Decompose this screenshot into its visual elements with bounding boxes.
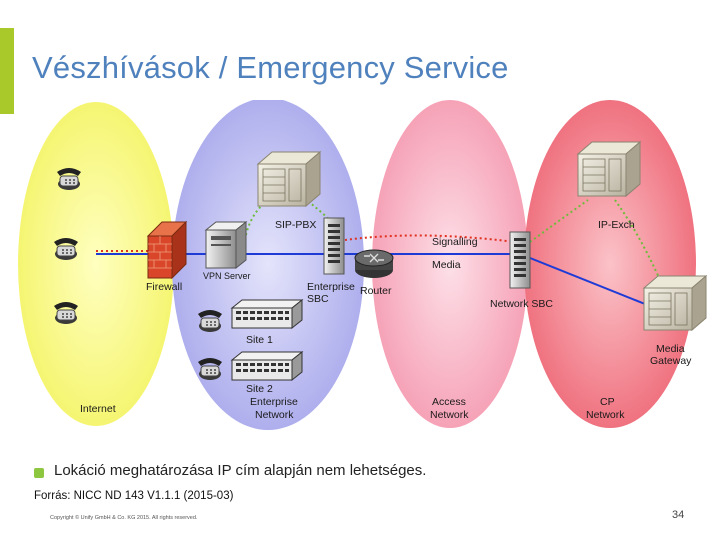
site1-label: Site 1: [246, 334, 273, 346]
zone-cp-network: [524, 100, 696, 428]
bullet-text: Lokáció meghatározása IP cím alapján nem…: [54, 462, 427, 479]
enterprise-sbc-icon: [323, 217, 345, 275]
media-gateway-label-2: Gateway: [650, 355, 692, 367]
ip-exch-server-icon: [577, 141, 641, 197]
network-sbc-icon: [509, 231, 531, 289]
network-diagram: Firewall VPN Server SIP-PBX Enterprise S…: [18, 100, 707, 430]
media-label: Media: [432, 259, 461, 271]
phone-icon: [197, 357, 223, 381]
zone-label-access-2: Network: [430, 409, 469, 421]
firewall-icon: [146, 220, 188, 280]
ip-exch-label: IP-Exch: [598, 219, 635, 231]
zone-label-internet: Internet: [80, 403, 116, 415]
media-line-gateway: [519, 253, 651, 307]
zone-label-enterprise-2: Network: [255, 409, 294, 421]
sip-pbx-server-icon: [257, 151, 321, 207]
page-number: 34: [672, 509, 685, 521]
signalling-label: Signalling: [432, 236, 478, 248]
vpn-server-label: VPN Server: [203, 271, 251, 281]
enterprise-sbc-label-2: SBC: [307, 293, 329, 305]
media-gateway-server-icon: [643, 275, 707, 331]
vpn-server-icon: [204, 220, 248, 270]
zone-internet: [18, 102, 174, 426]
zone-access-network: [372, 100, 528, 428]
copyright-text: Copyright © Unify GmbH & Co. KG 2015. Al…: [50, 515, 198, 521]
zone-label-access-1: Access: [432, 396, 466, 408]
phone-icon: [56, 167, 82, 191]
bullet-icon: [34, 468, 44, 478]
slide-title: Vészhívások / Emergency Service: [32, 50, 509, 85]
phone-icon: [53, 301, 79, 325]
media-gateway-label-1: Media: [656, 343, 685, 355]
router-label: Router: [360, 285, 392, 297]
zone-label-enterprise-1: Enterprise: [250, 396, 298, 408]
router-icon: [354, 249, 394, 278]
zone-label-cp-2: Network: [586, 409, 625, 421]
accent-bar: [0, 28, 14, 114]
firewall-label: Firewall: [146, 281, 182, 293]
phone-icon: [197, 309, 223, 333]
enterprise-sbc-label-1: Enterprise: [307, 281, 355, 293]
phone-icon: [53, 237, 79, 261]
sip-pbx-label: SIP-PBX: [275, 219, 316, 231]
source-text: Forrás: NICC ND 143 V1.1.1 (2015-03): [34, 490, 234, 502]
switch-icon: [231, 351, 303, 381]
site2-label: Site 2: [246, 383, 273, 395]
zone-label-cp-1: CP: [600, 396, 615, 408]
network-sbc-label: Network SBC: [490, 298, 553, 310]
switch-icon: [231, 299, 303, 329]
